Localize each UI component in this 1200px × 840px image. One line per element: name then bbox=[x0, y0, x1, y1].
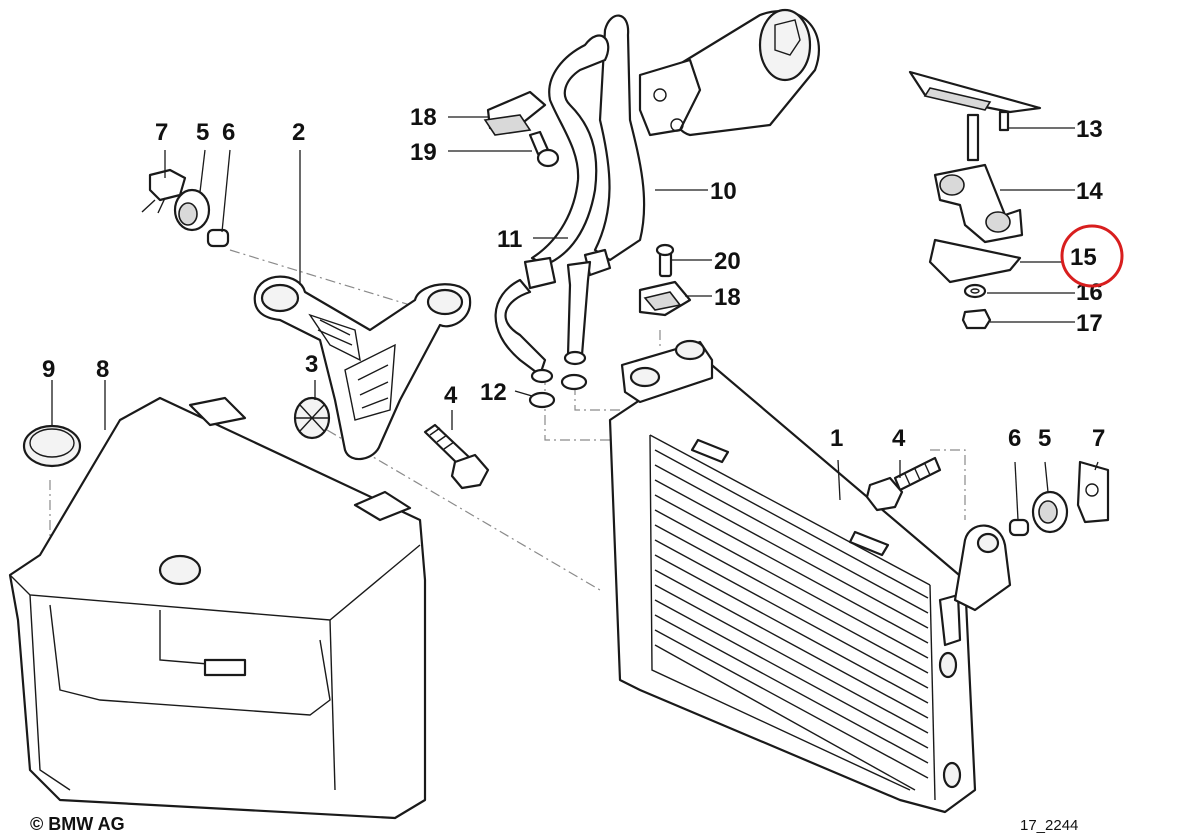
callout-18-centre: 18 bbox=[714, 284, 741, 311]
oil-cooler bbox=[608, 339, 977, 814]
bolt-20 bbox=[655, 243, 675, 278]
sleeve-left bbox=[206, 228, 230, 248]
oil-line-11 bbox=[494, 34, 610, 384]
callout-5-left: 5 bbox=[196, 119, 209, 146]
leader-lines bbox=[51, 116, 1099, 521]
callout-12: 12 bbox=[480, 379, 507, 406]
callout-15: 15 bbox=[1070, 244, 1097, 271]
drawing-number: 17_2244 bbox=[1020, 817, 1078, 834]
callout-7-right: 7 bbox=[1092, 425, 1105, 452]
seal-rings bbox=[528, 373, 588, 409]
clip-right bbox=[1076, 460, 1110, 524]
callout-6-left: 6 bbox=[222, 119, 235, 146]
callout-13: 13 bbox=[1076, 116, 1103, 143]
oil-line-10 bbox=[563, 14, 646, 366]
callout-17: 17 bbox=[1076, 310, 1103, 337]
callout-2: 2 bbox=[292, 119, 305, 146]
callout-18-top: 18 bbox=[410, 104, 437, 131]
cap bbox=[22, 424, 82, 468]
callout-4-right: 4 bbox=[892, 425, 906, 452]
rubber-mount-right bbox=[1031, 490, 1069, 534]
bracket bbox=[253, 275, 472, 461]
cooler-bracket-right bbox=[953, 524, 1012, 612]
rubber-mount-left bbox=[173, 188, 211, 232]
callout-labels: 7 5 6 2 3 4 9 8 18 19 10 11 12 20 18 1 4… bbox=[42, 104, 1105, 452]
washer-16 bbox=[963, 283, 987, 299]
callout-8: 8 bbox=[96, 356, 109, 383]
callout-1: 1 bbox=[830, 425, 843, 452]
mounting-plate-13 bbox=[908, 70, 1042, 162]
callout-20: 20 bbox=[714, 248, 741, 275]
callout-3: 3 bbox=[305, 351, 318, 378]
bolt-right bbox=[865, 456, 942, 512]
nut-17 bbox=[961, 308, 992, 330]
shield-plate-15 bbox=[928, 238, 1022, 284]
callout-7-left: 7 bbox=[155, 119, 168, 146]
copyright-text: © BMW AG bbox=[30, 814, 125, 834]
mount-18-top bbox=[483, 90, 547, 136]
spring-washer bbox=[293, 396, 331, 440]
clamp-14 bbox=[933, 163, 1024, 244]
cooler-fins bbox=[654, 449, 929, 791]
callout-4-left: 4 bbox=[444, 382, 458, 409]
sleeve-right bbox=[1008, 518, 1030, 537]
callout-14: 14 bbox=[1076, 178, 1103, 205]
air-duct-shroud bbox=[8, 396, 427, 820]
oil-filter-housing bbox=[638, 8, 821, 137]
callout-6-right: 6 bbox=[1008, 425, 1021, 452]
callout-5-right: 5 bbox=[1038, 425, 1051, 452]
bolt-19 bbox=[528, 130, 560, 168]
callout-10: 10 bbox=[710, 178, 737, 205]
highlight-circle bbox=[1060, 224, 1124, 288]
bolt-left bbox=[423, 423, 490, 490]
callout-11: 11 bbox=[497, 226, 522, 253]
mount-18-centre bbox=[638, 280, 692, 317]
callout-9: 9 bbox=[42, 356, 55, 383]
callout-19: 19 bbox=[410, 139, 437, 166]
